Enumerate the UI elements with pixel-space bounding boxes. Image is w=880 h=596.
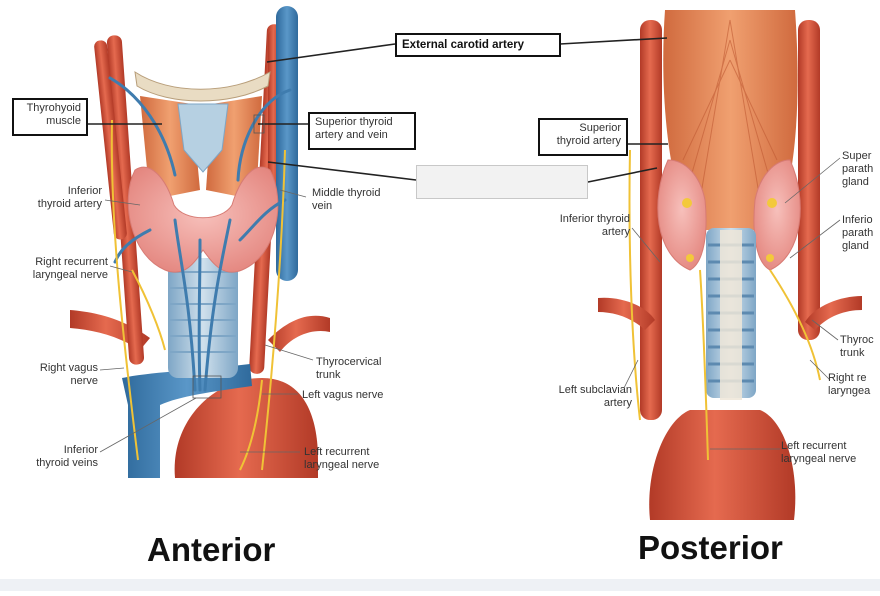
inferior-parathyroid-left [686, 254, 694, 262]
inferior-parathyroid-right [766, 254, 774, 262]
left-subclavian-artery-post [598, 297, 655, 330]
posterior-illustration [598, 10, 862, 520]
blank-answer-box [416, 165, 588, 199]
aorta-posterior [649, 410, 796, 520]
esophagus-posterior [720, 230, 742, 400]
tracheal-rings [170, 271, 236, 353]
aortic-arch [174, 378, 318, 478]
label-inferior-thyroid-veins: Inferior thyroid veins [36, 444, 98, 469]
superior-thyroid-pointer-box [253, 114, 265, 134]
label-left-recurrent-laryngeal-nerve-posterior: Left recurrent laryngeal nerve [781, 440, 857, 465]
label-left-vagus-nerve: Left vagus nerve [302, 389, 384, 401]
label-inferior-thyroid-artery-anterior: Inferior thyroid artery [37, 185, 102, 210]
internal-jugular-vein [276, 6, 298, 281]
thyroid-cartilage [177, 103, 229, 173]
right-subclavian-artery-post [805, 296, 862, 330]
label-superior-thyroid-artery-and-vein: Superior thyroid artery and vein [308, 112, 416, 150]
hyoid-bone [134, 70, 271, 102]
right-carotid-posterior [798, 20, 820, 340]
thyroid-lobe-left-posterior [657, 159, 707, 271]
label-external-carotid-artery: External carotid artery [395, 33, 561, 57]
leader-lines [88, 37, 668, 183]
pharyngeal-constrictor-muscle [663, 10, 798, 230]
label-superior-parathyroid-gland: Super parath gland [842, 150, 874, 188]
view-title-posterior: Posterior [638, 529, 783, 566]
trachea-anterior [168, 258, 238, 378]
label-middle-thyroid-vein: Middle thyroid vein [312, 187, 381, 212]
bottom-strip [0, 579, 880, 591]
thin-leader-lines [99, 157, 841, 453]
label-thyrohyoid-muscle: Thyrohyoid muscle [12, 98, 88, 136]
right-carotid-artery [106, 35, 145, 365]
nerves-anterior [110, 119, 286, 471]
superior-parathyroid-left [682, 198, 692, 208]
label-inferior-parathyroid-gland: Inferio parath gland [842, 214, 874, 252]
brachiocephalic-vein [122, 364, 252, 478]
label-left-recurrent-laryngeal-nerve-anterior: Left recurrent laryngeal nerve [304, 446, 380, 471]
inferior-thyroid-veins-pointer-box [192, 375, 222, 399]
label-superior-thyroid-artery-posterior: Superior thyroid artery [538, 118, 628, 156]
thyroid-veins [108, 76, 292, 392]
right-carotid-branch [94, 40, 127, 240]
thyroid-lobe-right-posterior [753, 159, 801, 271]
muscle-fibers [682, 19, 778, 201]
superior-parathyroid-right [767, 198, 777, 208]
label-left-subclavian-artery: Left subclavian artery [558, 384, 632, 409]
thyroid-gland-anterior [127, 166, 279, 273]
label-right-recurrent-laryngeal-nerve: Right recurrent laryngeal nerve [32, 256, 108, 281]
label-inferior-thyroid-artery-posterior: Inferior thyroid artery [559, 213, 630, 238]
label-thyrocervical-trunk-posterior: Thyroc trunk [840, 334, 874, 359]
view-title-anterior: Anterior [147, 531, 276, 568]
label-right-vagus-nerve: Right vagus nerve [39, 362, 98, 387]
label-thyrocervical-trunk-anterior: Thyrocervical trunk [316, 356, 382, 381]
anterior-illustration [70, 6, 330, 478]
label-right-recurrent-laryngeal-posterior: Right re laryngea [828, 372, 871, 397]
left-subclavian-artery-ant [268, 315, 330, 352]
